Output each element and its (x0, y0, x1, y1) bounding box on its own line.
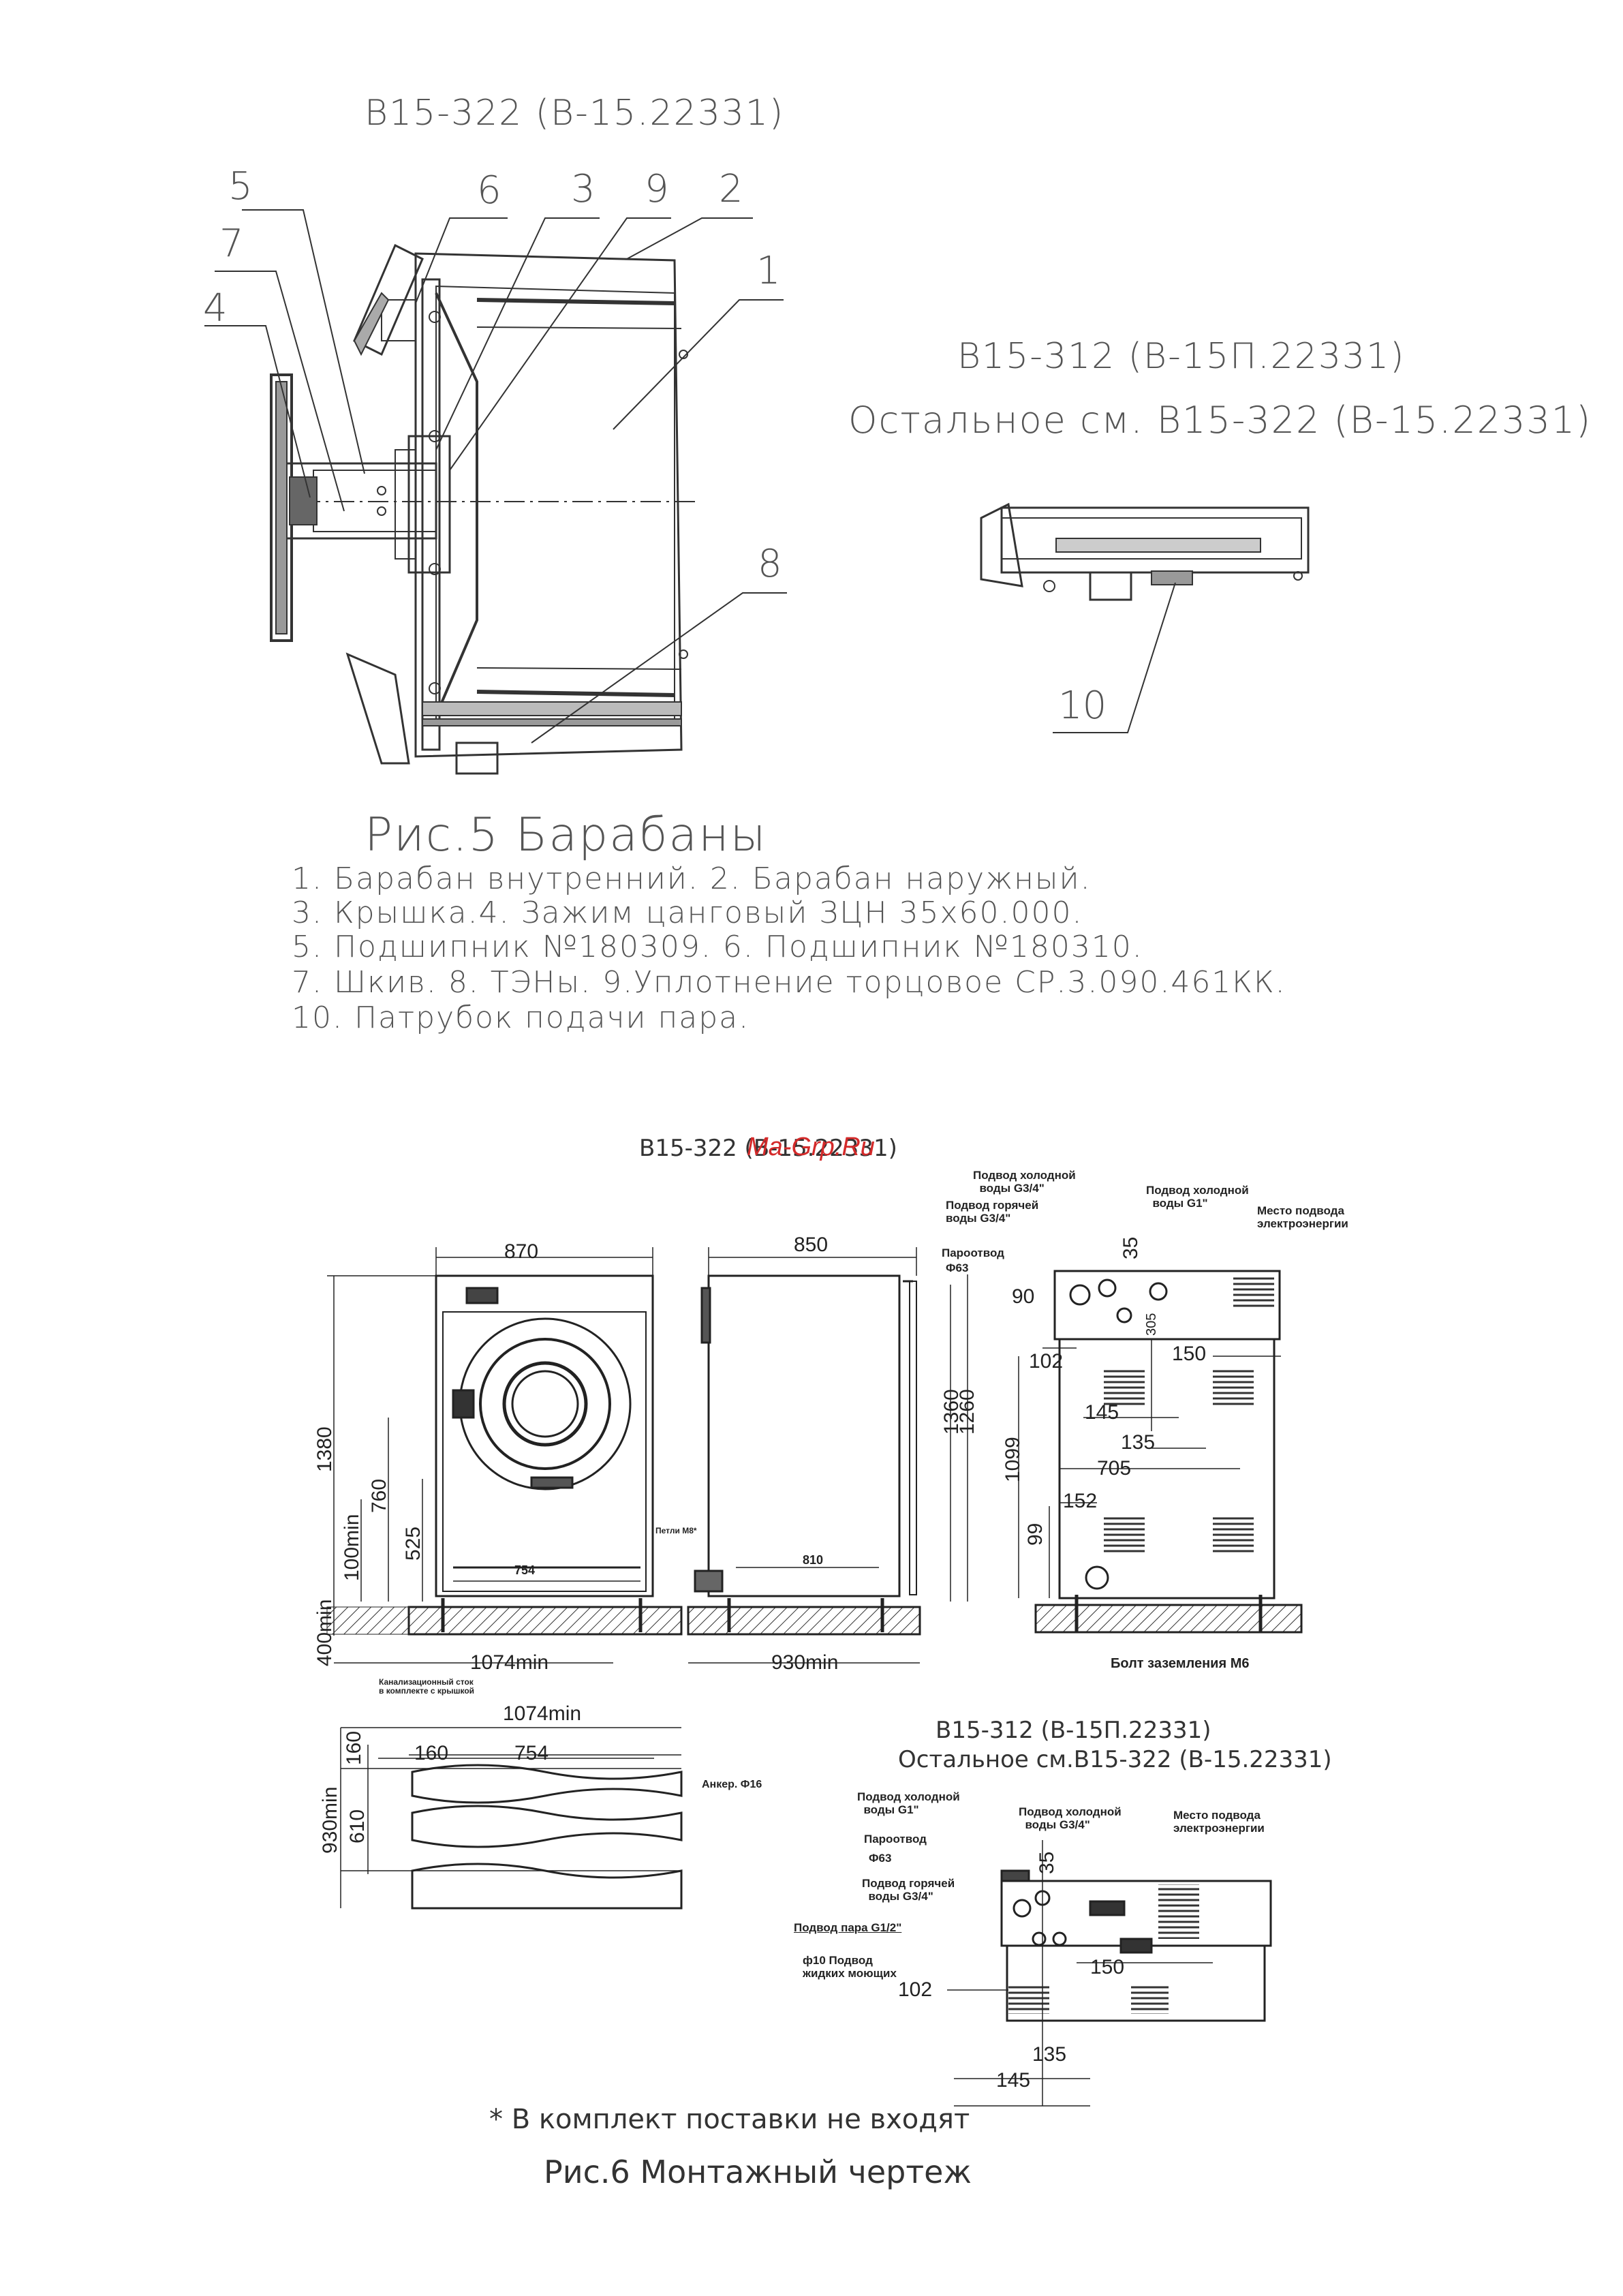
fig5-legend-1: 1. Барабан внутренний. 2. Барабан наружн… (292, 861, 1092, 896)
fig5-legend-2: 3. Крышка.4. Зажим цанговый ЗЦН 35х60.00… (292, 896, 1083, 930)
dim-102: 102 (1029, 1350, 1064, 1373)
note-b-power: Место подвода электроэнергии (1173, 1809, 1265, 1835)
fig6-title-top: В15-322 (В-15.22331) (639, 1135, 897, 1162)
dim-b-35: 35 (1036, 1851, 1058, 1874)
fig6-title-312: В15-312 (В-15П.22331) (936, 1717, 1211, 1744)
callout-9: 9 (645, 167, 669, 211)
dim-145: 145 (1085, 1401, 1119, 1424)
callout-6: 6 (477, 168, 501, 213)
note-b-cold-1: Подвод холодной воды G1" (857, 1790, 960, 1816)
drum-section-drawing (204, 209, 787, 775)
fig5-legend-4: 7. Шкив. 8. ТЭНы. 9.Уплотнение торцовое … (292, 965, 1286, 1000)
dim-plan-160: 160 (414, 1742, 449, 1764)
dim-plan-930min: 930min (319, 1786, 341, 1854)
dim-35: 35 (1119, 1236, 1142, 1259)
callout-1: 1 (756, 249, 781, 293)
note-drain-box: Канализационный сток в комплекте с крышк… (379, 1677, 475, 1696)
dim-760: 760 (368, 1478, 390, 1513)
note-hot-water-34: Подвод горячей воды G3/4" (946, 1199, 1039, 1225)
dim-870: 870 (504, 1240, 539, 1263)
fig5-subtitle-right: Остальное см. В15-322 (В-15.22331) (848, 399, 1592, 442)
dim-810: 810 (803, 1553, 824, 1567)
front-view-drawing (326, 1247, 683, 1664)
dim-99: 99 (1024, 1522, 1047, 1546)
dim-plan-1074min: 1074min (503, 1702, 582, 1725)
note-b-phi63: Ф63 (869, 1852, 892, 1865)
note-steam-line: Пароотвод (942, 1246, 1004, 1259)
dim-100min: 100min (341, 1514, 363, 1581)
fig6-caption: Рис.6 Монтажный чертеж (544, 2154, 972, 2190)
steam-drum-drawing (980, 502, 1310, 733)
dim-b-102: 102 (898, 1978, 933, 2001)
dim-150: 150 (1172, 1343, 1207, 1365)
dim-1074min: 1074min (470, 1651, 549, 1674)
back-view-312-drawing (947, 1840, 1272, 2107)
dim-90: 90 (1012, 1285, 1035, 1308)
note-b-cold-34: Подвод холодной воды G3/4" (1019, 1805, 1122, 1831)
dim-525: 525 (402, 1526, 424, 1561)
note-b-steam-in: Подвод пара G1/2" (794, 1921, 902, 1934)
note-cold-water-34: Подвод холодной воды G3/4" (973, 1169, 1076, 1195)
dim-850: 850 (794, 1234, 829, 1256)
dim-plan-610: 610 (346, 1809, 369, 1843)
dim-400min: 400min (313, 1599, 336, 1666)
dim-b-145: 145 (996, 2069, 1031, 2092)
callout-3: 3 (571, 167, 596, 211)
watermark: Ma-Grp.Ru (747, 1133, 875, 1161)
note-hinge: Петли М8* (655, 1526, 697, 1535)
fig5-title-left: В15-322 (В-15.22331) (365, 93, 785, 134)
callout-10: 10 (1058, 684, 1107, 728)
back-view-drawing (1018, 1270, 1303, 1634)
fig5-caption: Рис.5 Барабаны (365, 808, 767, 862)
callout-4: 4 (203, 286, 228, 331)
fig6-subtitle-312: Остальное см.В15-322 (В-15.22331) (898, 1746, 1332, 1773)
fig5-title-right: В15-312 (В-15П.22331) (957, 336, 1406, 377)
dim-1260: 1260 (956, 1389, 978, 1435)
side-view-drawing (687, 1247, 968, 1664)
dim-754: 754 (514, 1563, 536, 1577)
note-b-liquid: ф10 Подвод жидких моющих (803, 1954, 897, 1980)
note-not-included: * В комплект поставки не входят (489, 2104, 970, 2135)
callout-5: 5 (228, 164, 253, 209)
note-anchor: Анкер. Ф16 (702, 1779, 762, 1790)
plan-view-drawing (340, 1727, 683, 1910)
note-bolt: Болт заземления М6 (1111, 1656, 1250, 1671)
note-power-place: Место подвода электроэнергии (1257, 1204, 1348, 1230)
note-phi63: Ф63 (946, 1261, 969, 1274)
dim-1380: 1380 (313, 1426, 336, 1472)
callout-8: 8 (758, 542, 782, 586)
note-cold-water-1: Подвод холодной воды G1" (1146, 1184, 1249, 1210)
dim-plan-754: 754 (514, 1742, 549, 1764)
dim-152: 152 (1063, 1490, 1098, 1512)
dim-705: 705 (1097, 1457, 1132, 1480)
fig5-legend-3: 5. Подшипник №180309. 6. Подшипник №1803… (292, 930, 1143, 964)
note-b-hot: Подвод горячей воды G3/4" (862, 1877, 955, 1903)
callout-2: 2 (719, 167, 743, 211)
callout-7: 7 (219, 221, 244, 266)
dim-135: 135 (1121, 1431, 1156, 1454)
dim-plan-160-vert: 160 (343, 1730, 365, 1765)
dim-930min: 930min (771, 1651, 839, 1674)
dim-b-150: 150 (1090, 1956, 1125, 1978)
fig5-legend-5: 10. Патрубок подачи пара. (292, 1000, 750, 1035)
dim-b-135: 135 (1032, 2043, 1067, 2066)
note-b-steam-line: Пароотвод (864, 1833, 927, 1846)
dim-1099: 1099 (1002, 1437, 1024, 1482)
dim-305: 305 (1144, 1313, 1159, 1336)
